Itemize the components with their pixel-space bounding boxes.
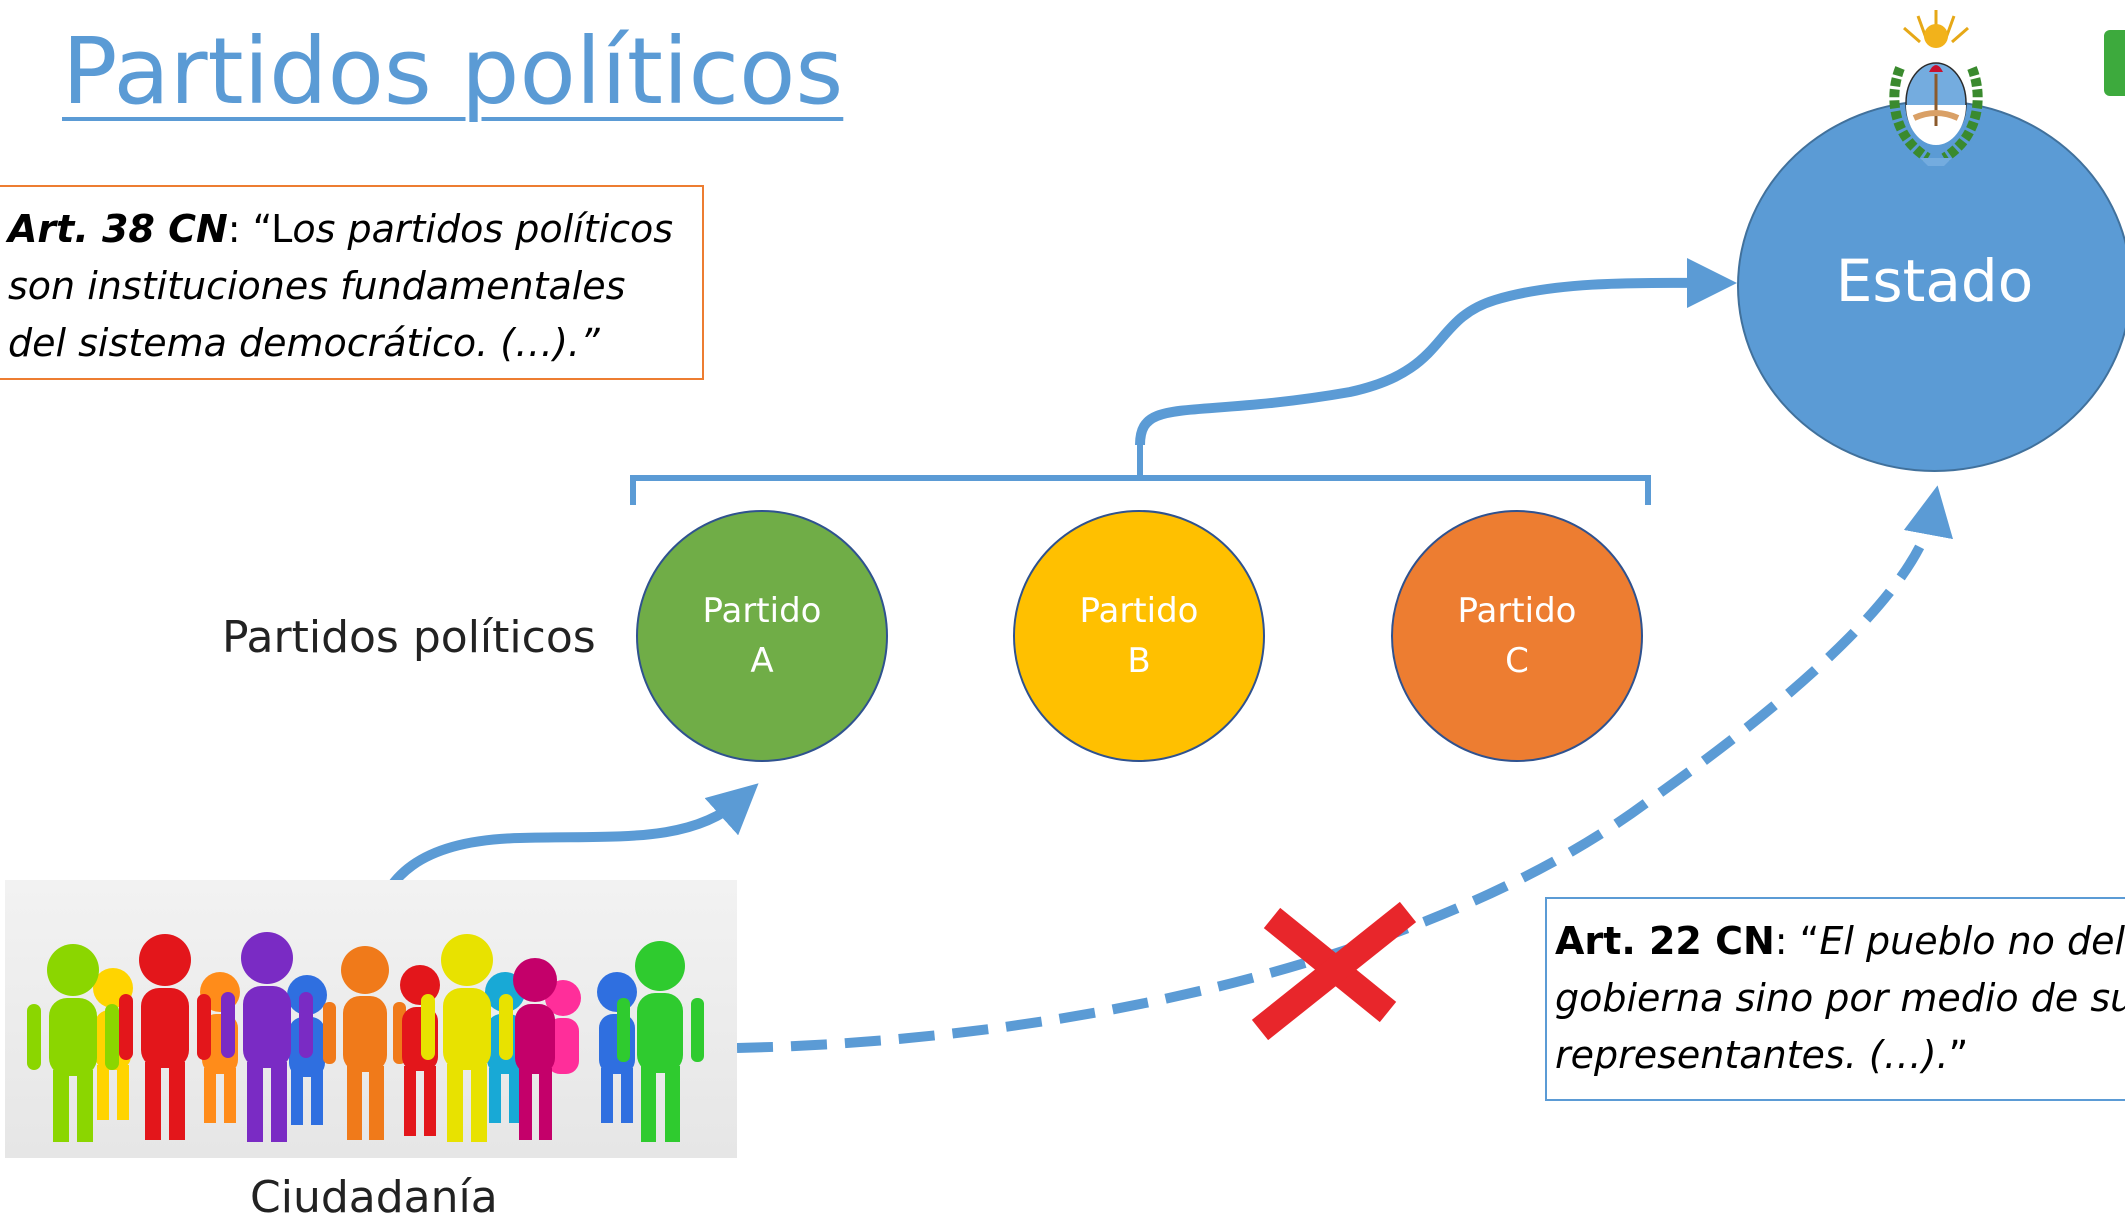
quote-art22-line1: El pueblo no delibera ni (1819, 919, 2125, 963)
citizens-label: Ciudadanía (250, 1172, 498, 1223)
quote-art38-line2: son instituciones fundamentales (8, 264, 626, 308)
parties-label: Partidos políticos (222, 612, 596, 663)
quote-box-art22: Art. 22 CN: “El pueblo no delibera ni go… (1545, 897, 2125, 1101)
estado-label: Estado (1835, 247, 2034, 315)
party-c-line2: C (1505, 641, 1529, 681)
quote-art22-open: : “ (1774, 919, 1820, 963)
arrow-citizens-to-estado-dashed (736, 485, 1953, 1053)
page-title: Partidos políticos (62, 18, 844, 125)
arrow-parties-to-estado (1135, 257, 1737, 446)
party-a-line2: A (750, 641, 774, 681)
quote-art38-line1: os partidos políticos (292, 207, 674, 251)
quote-box-art38: Art. 38 CN: “Los partidos políticos son … (0, 185, 704, 380)
crowd-of-colored-people-icon (5, 880, 737, 1158)
argentina-coat-of-arms-icon (1889, 10, 1983, 166)
green-tab (2104, 30, 2125, 96)
party-a-line1: Partido (702, 591, 822, 631)
quote-art22-ref: Art. 22 CN (1555, 919, 1775, 963)
party-c-line1: Partido (1457, 591, 1577, 631)
quote-art22-close: ” (1948, 1033, 1969, 1077)
party-a-circle: Partido A (636, 510, 888, 762)
quote-art22-line2: gobierna sino por medio de sus (1555, 976, 2125, 1020)
red-x-icon (1251, 901, 1417, 1041)
quote-art38-open: : “L (227, 207, 293, 251)
quote-art22-line3: representantes. (…). (1555, 1033, 1949, 1077)
quote-art38-ref: Art. 38 CN (8, 207, 228, 251)
parties-bracket (630, 445, 1651, 505)
party-b-line1: Partido (1079, 591, 1199, 631)
party-b-line2: B (1127, 641, 1151, 681)
party-b-circle: Partido B (1013, 510, 1265, 762)
party-c-circle: Partido C (1391, 510, 1643, 762)
quote-art38-line3: del sistema democrático. (…).” (8, 321, 600, 365)
